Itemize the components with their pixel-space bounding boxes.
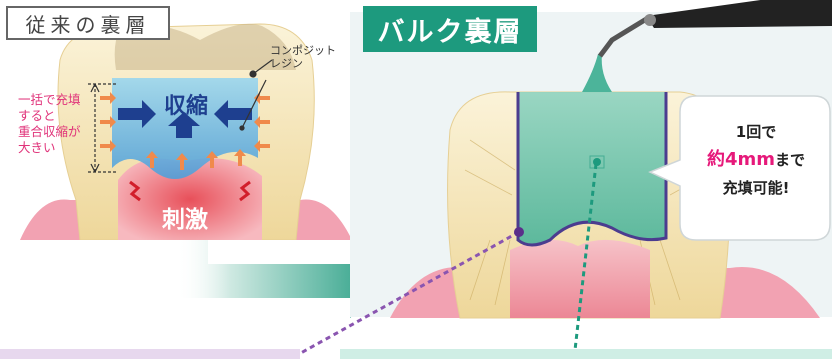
callout-lines xyxy=(0,0,832,359)
